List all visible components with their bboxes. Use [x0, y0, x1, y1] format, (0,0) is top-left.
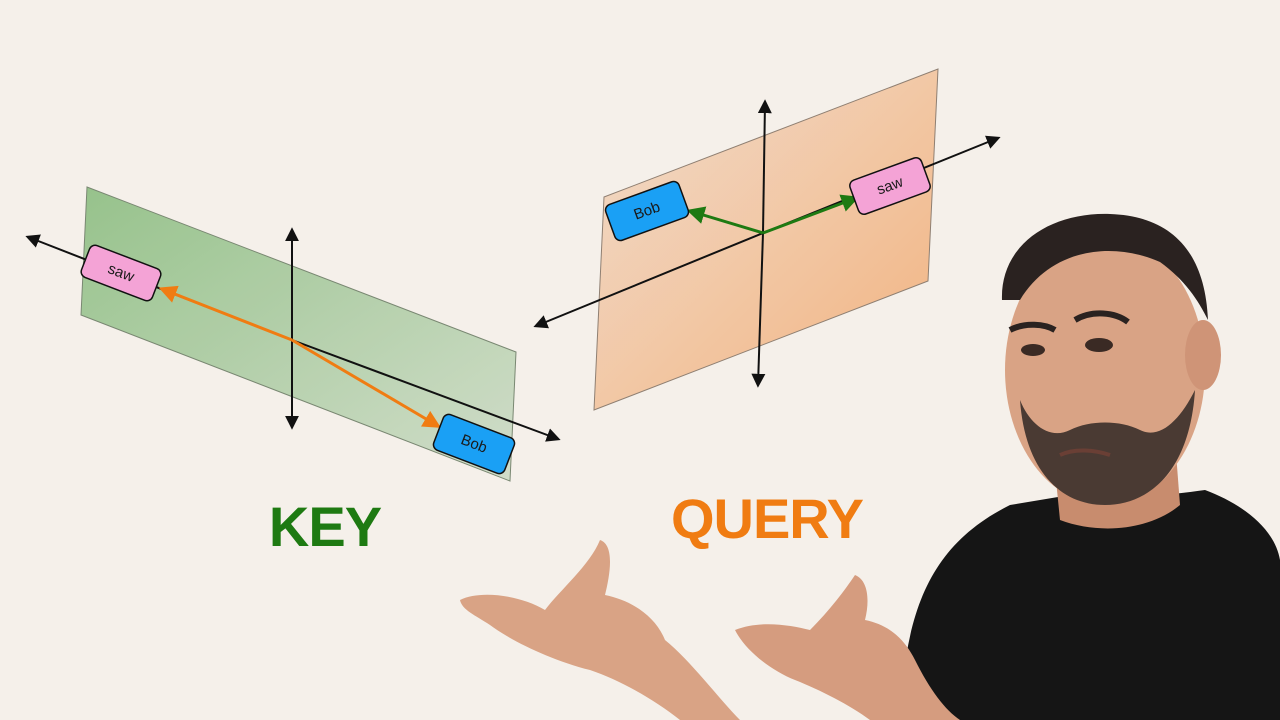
query-diagram: Bob saw QUERY — [533, 68, 1001, 550]
presenter-eye-right — [1085, 338, 1113, 352]
query-token-saw: saw — [849, 157, 931, 215]
presenter-hands — [460, 540, 960, 720]
key-title: KEY — [269, 495, 382, 558]
query-token-bob-box — [604, 180, 690, 242]
query-token-saw-box — [849, 157, 931, 215]
query-axis-vertical-down — [751, 232, 766, 388]
key-axis-horizontal-right — [291, 339, 561, 442]
query-title: QUERY — [671, 487, 864, 550]
key-token-saw: saw — [80, 244, 162, 302]
key-vector-saw — [158, 285, 293, 342]
presenter — [900, 213, 1280, 720]
query-axis-vertical-up — [757, 99, 772, 234]
key-vector-bob — [291, 338, 442, 428]
presenter-hand-left — [460, 540, 740, 720]
key-token-bob-box — [432, 413, 516, 475]
presenter-hand-right — [735, 575, 960, 720]
presenter-beard — [1020, 390, 1195, 505]
presenter-brow-left — [1008, 321, 1057, 333]
presenter-ear — [1185, 320, 1221, 390]
key-token-saw-box — [80, 244, 162, 302]
query-plane — [593, 68, 939, 411]
presenter-eye-left — [1021, 344, 1045, 356]
query-vector-saw — [762, 194, 860, 235]
presenter-hair — [1001, 213, 1208, 320]
query-axis-horizontal-left — [533, 232, 764, 329]
presenter-mouth — [1059, 448, 1111, 457]
presenter-shirt — [900, 490, 1280, 720]
query-token-bob: Bob — [604, 180, 690, 242]
key-token-bob: Bob — [432, 413, 516, 475]
query-vector-bob — [686, 206, 764, 235]
presenter-brow-right — [1073, 310, 1130, 325]
key-diagram: saw Bob KEY — [25, 186, 561, 558]
